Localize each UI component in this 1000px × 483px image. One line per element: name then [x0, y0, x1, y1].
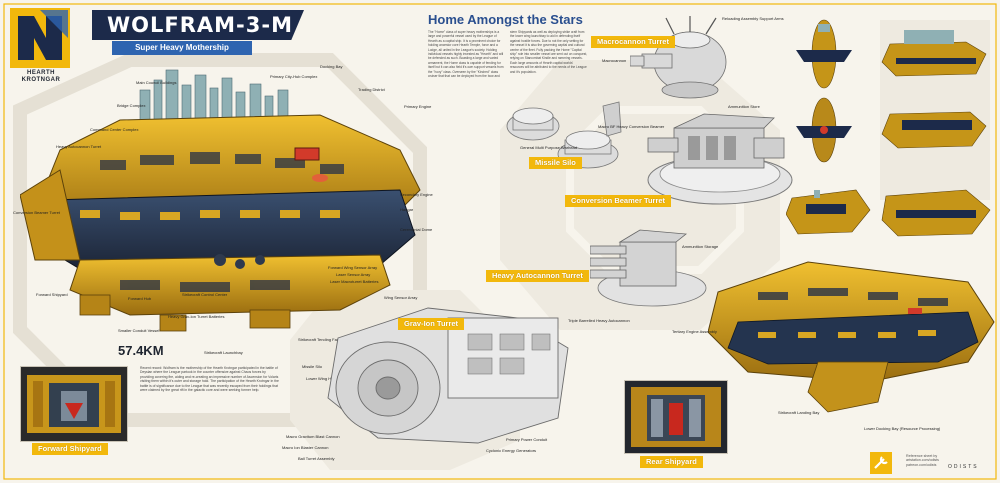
- conversion-beamer-illustration: [647, 113, 793, 205]
- callout-strikecraft-launchbay: Strikecraft Launchbay: [204, 350, 243, 355]
- callout-bridge-complex: Bridge Complex: [117, 103, 146, 108]
- callout-forward-wing-sensor: Forward Wing Sensor Array: [328, 265, 378, 270]
- callout-lower-wing-hub: Lower Wing Hub: [306, 376, 336, 381]
- macrocannon-illustration: [630, 16, 727, 99]
- callout-heavy-grav-ion: Heavy Grav-Ion Turret Batteries: [168, 314, 225, 319]
- callout-primary-engine: Primary Engine: [404, 104, 432, 109]
- grav-ion-illustration: [327, 307, 569, 444]
- callout-ball-turret: Ball Turret Assembly: [298, 456, 335, 461]
- label-rear-shipyard: Rear Shipyard: [640, 456, 703, 468]
- rear-ship-view: [708, 261, 995, 413]
- label-conversion-beamer: Conversion Beamer Turret: [565, 195, 672, 207]
- callout-general-warhead: General Multi Purpose Warhead: [520, 145, 577, 150]
- callout-heavy-autocannon-turret: Heavy Autocannon Turret: [56, 144, 102, 149]
- label-missile-silo: Missile Silo: [529, 157, 582, 169]
- callout-command-center: Command Center Complex: [90, 127, 139, 132]
- callout-forward-shipyard: Forward Shipyard: [36, 292, 68, 297]
- story-heading: Home Amongst the Stars: [428, 12, 583, 27]
- rear-shipyard-inset: [624, 380, 728, 454]
- footer-link: artstation.com/odists: [906, 458, 939, 463]
- studio-brand: ODISTS: [948, 464, 979, 470]
- footer-link: patreon.com/odists: [906, 462, 937, 467]
- callout-laser-macroturret: Laser Macroturret Batteries: [330, 279, 379, 284]
- label-macrocannon: Macrocannon Turret: [591, 36, 675, 48]
- callout-macrocannon: Macrocannon: [602, 58, 627, 63]
- callout-reloading-assembly: Reloading Assembly Support Arms: [722, 16, 784, 21]
- callout-laser-sensor: Laser Sensor Array: [336, 272, 371, 277]
- page-subtitle: Super Heavy Mothership: [112, 41, 252, 55]
- ship-length: 57.4KM: [118, 343, 164, 358]
- callout-strikecraft-control: Strikecraft Control Center: [182, 292, 228, 297]
- page-title: WOLFRAM-3-M: [106, 13, 293, 37]
- callout-wing-sensor: Wing Sensor Array: [384, 295, 418, 300]
- callout-hangar: Hangar: [400, 207, 414, 212]
- callout-ceremonial-dome: Ceremonial Dome: [400, 227, 433, 232]
- callout-smaller-conduit: Smaller Conduit Vessel: [118, 328, 160, 333]
- callout-primary-power: Primary Power Conduit: [506, 437, 548, 442]
- callout-cyclonic-energy: Cyclonic Energy Generators: [486, 448, 537, 453]
- missile-silo-illustration: [506, 101, 622, 169]
- callout-docking-bay: Docking Bay: [320, 64, 343, 69]
- callout-tertiary-engine: Tertiary Engine Assembly: [672, 329, 717, 334]
- callout-macro-ion: Macro Ion Blaster Cannon: [282, 445, 329, 450]
- callout-macro-bf-heavy: Macro BF Heavy Conversion Beamer: [598, 124, 665, 129]
- label-grav-ion: Grav-Ion Turret: [398, 318, 465, 330]
- footer-link: Reference sheet by: [906, 454, 938, 458]
- orthographic-views: [786, 19, 991, 237]
- callout-triple-barrelled: Triple Barrelled Heavy Autocannon: [568, 318, 630, 323]
- footer-links: Reference sheet by artstation.com/odists…: [906, 454, 939, 467]
- callout-trading-district: Trading District: [358, 87, 385, 92]
- callout-strikecraft-landing: Strikecraft Landing Bay: [778, 410, 820, 415]
- ship-description: Recent record: Wolfram is the mothership…: [140, 366, 279, 393]
- title-banner: [92, 10, 304, 40]
- callout-ammunition-store: Ammunition Store: [728, 104, 760, 109]
- callout-secondary-engine: Secondary Engine: [400, 192, 433, 197]
- main-ship-illustration: [20, 69, 421, 332]
- heavy-autocannon-illustration: [590, 229, 707, 307]
- callout-main-council: Main Council Buildings: [136, 80, 177, 85]
- forward-shipyard-inset: [20, 366, 128, 442]
- callout-macro-gravitum: Macro Gravitum Blast Cannon: [286, 434, 340, 439]
- callout-conversion-beamer-turret: Conversion Beamer Turret: [13, 210, 60, 215]
- label-forward-shipyard: Forward Shipyard: [32, 443, 108, 455]
- callout-lower-docking: Lower Docking Bay (Resource Processing): [864, 426, 941, 431]
- story-column-1: The "Home" class of super heavy mothersh…: [428, 30, 504, 79]
- hearth-krotngar-logo: [10, 8, 70, 68]
- callout-forward-hub: Forward Hub: [128, 296, 152, 301]
- callout-primary-city: Primary City-Hub Complex: [270, 74, 318, 79]
- callout-strikecraft-tending: Strikecraft Tending Facility: [298, 337, 345, 342]
- wrench-logo-icon: [870, 452, 892, 474]
- callout-ammunition-storage: Ammunition Storage: [682, 244, 719, 249]
- callout-missile-silo: Missile Silo: [302, 364, 323, 369]
- label-heavy-autocannon: Heavy Autocannon Turret: [486, 270, 589, 282]
- logo-caption: HEARTH KROTNGAR: [21, 70, 61, 83]
- story-column-2: stern Shipyards as well as deploying str…: [510, 30, 588, 74]
